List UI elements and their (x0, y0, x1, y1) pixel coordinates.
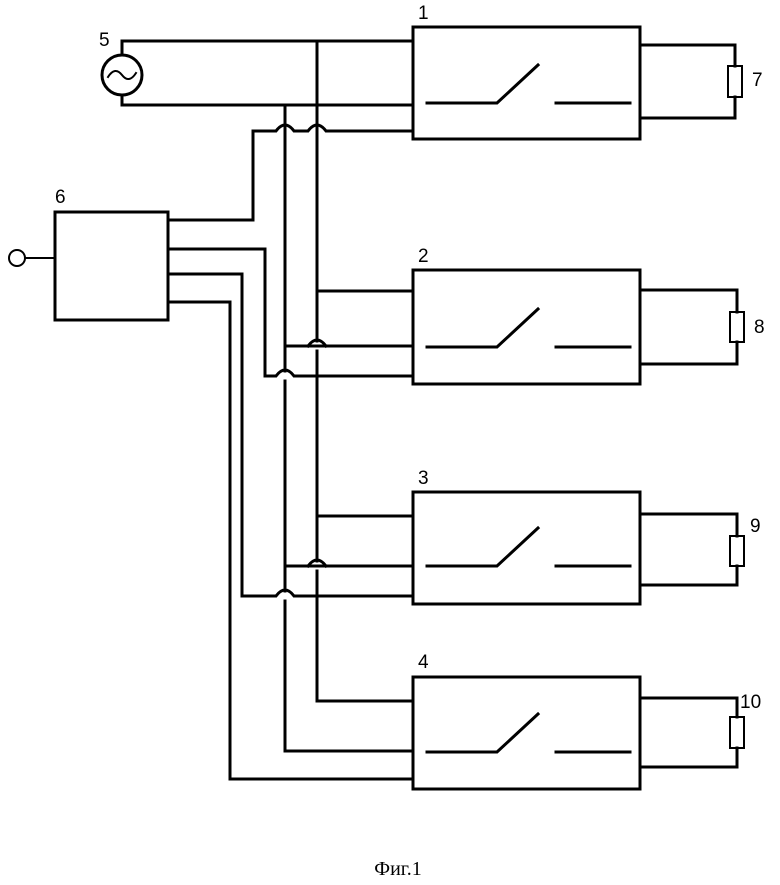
label-switch-2: 2 (418, 246, 429, 267)
switch-unit-4 (413, 677, 640, 789)
load-10-wire (640, 698, 737, 767)
figure-caption: Фиг.1 (374, 858, 421, 880)
label-load-8: 8 (754, 317, 765, 338)
source-bottom-wire (122, 95, 413, 105)
input-terminal-icon (9, 250, 25, 266)
resistor-8-icon (730, 312, 744, 342)
label-switch-1: 1 (418, 3, 429, 24)
switch-unit-2 (413, 270, 640, 384)
controller-box (55, 212, 168, 320)
switch-1-box (413, 27, 640, 139)
controller-6 (9, 212, 168, 320)
label-source: 5 (99, 30, 110, 51)
label-switch-3: 3 (418, 468, 429, 489)
switch-4-box (413, 677, 640, 789)
switch-2-box (413, 270, 640, 384)
label-load-7: 7 (752, 70, 763, 91)
ac-source-5 (102, 55, 142, 95)
switch-unit-3 (413, 492, 640, 604)
load-9-wire (640, 514, 737, 585)
source-top-wire (122, 41, 413, 55)
switch-unit-1 (413, 27, 640, 139)
load-7-wire (640, 45, 735, 118)
resistor-10-icon (730, 717, 744, 748)
control-line-3 (168, 274, 413, 596)
control-line-1 (168, 125, 413, 220)
label-load-10: 10 (740, 692, 761, 713)
label-load-9: 9 (750, 516, 761, 537)
label-switch-4: 4 (418, 652, 429, 673)
sine-wave-icon (108, 71, 136, 79)
bus-a (317, 41, 413, 701)
load-9 (640, 514, 744, 585)
control-line-2 (168, 249, 413, 376)
resistor-7-icon (728, 66, 742, 97)
label-controller: 6 (55, 187, 66, 208)
bus-b (285, 105, 413, 751)
load-7 (640, 45, 742, 118)
resistor-9-icon (730, 536, 744, 566)
switch-3-box (413, 492, 640, 604)
load-8 (640, 290, 744, 364)
load-8-wire (640, 290, 737, 364)
load-10 (640, 698, 744, 767)
